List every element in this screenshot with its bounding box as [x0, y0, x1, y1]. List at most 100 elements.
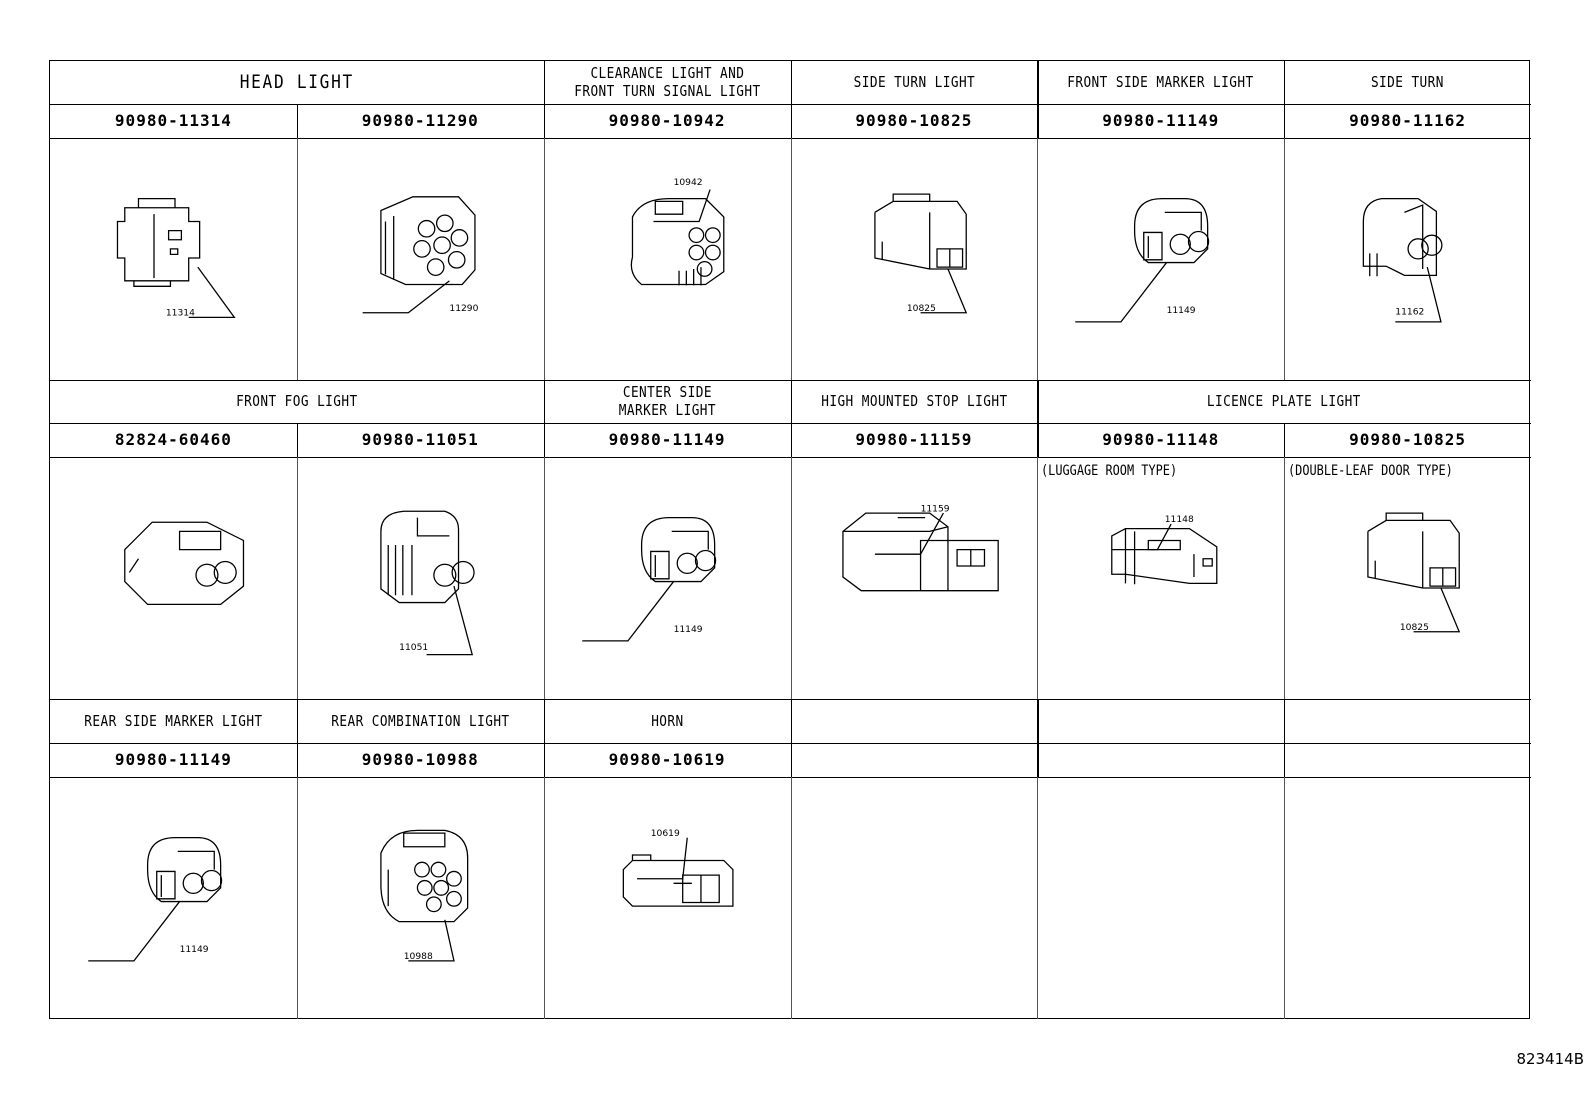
part-number: 90980-11148	[1102, 429, 1220, 449]
part-number: 90980-11051	[361, 429, 479, 449]
group-divider	[1037, 380, 1039, 423]
connector-drawing: 11149	[1057, 148, 1267, 368]
figure-code: 823414B	[1516, 1050, 1584, 1068]
group-divider	[1037, 700, 1039, 743]
connector-drawing: 11149	[564, 467, 774, 687]
part-number	[791, 743, 1038, 777]
connector-drawing	[70, 467, 280, 687]
group-title: REAR SIDE MARKER LIGHT	[84, 711, 263, 730]
group-divider	[543, 380, 545, 423]
group-title: HEAD LIGHT	[239, 70, 354, 93]
group-title: LICENCE PLATE LIGHT	[1207, 391, 1362, 410]
group-title: CLEARANCE LIGHT AND FRONT TURN SIGNAL LI…	[573, 64, 761, 100]
column-divider	[1037, 423, 1039, 457]
part-number: 90980-11290	[361, 110, 479, 130]
row-divider	[50, 699, 1531, 701]
group-title	[1056, 700, 1266, 743]
callout-label: 11149	[1167, 306, 1196, 316]
column-divider	[543, 743, 545, 777]
column-divider	[296, 743, 299, 777]
group-title: FRONT FOG LIGHT	[236, 391, 358, 410]
column-divider	[790, 743, 792, 777]
column-divider	[1284, 457, 1286, 699]
group-divider	[543, 61, 545, 104]
part-number: 90980-10942	[608, 110, 726, 130]
column-divider	[296, 777, 298, 1019]
callout-label: 11149	[673, 625, 702, 635]
column-divider	[790, 138, 792, 380]
connector-drawing: 11159	[811, 467, 1021, 687]
group-divider	[1284, 61, 1286, 104]
part-number: 90980-11149	[1102, 110, 1220, 130]
group-divider	[790, 61, 792, 104]
column-divider	[790, 423, 792, 457]
callout-label: 11149	[180, 945, 209, 955]
group-title: HORN	[650, 711, 684, 730]
group-title	[1303, 700, 1513, 743]
group-title: CENTER SIDE MARKER LIGHT	[618, 383, 716, 419]
group-divider	[790, 380, 792, 423]
group-title: SIDE TURN LIGHT	[853, 72, 975, 91]
column-divider	[1037, 743, 1039, 777]
column-divider	[543, 457, 545, 699]
callout-label: 10825	[1400, 623, 1429, 633]
part-number: 90980-11159	[855, 429, 973, 449]
callout-label: 11290	[449, 304, 478, 314]
column-divider	[1037, 457, 1039, 699]
callout-label: 11162	[1395, 308, 1424, 318]
column-divider	[1037, 777, 1039, 1019]
column-divider	[1284, 743, 1286, 777]
group-divider	[1037, 61, 1039, 104]
group-title: SIDE TURN	[1371, 72, 1445, 91]
column-divider	[543, 138, 545, 380]
column-divider	[1284, 138, 1286, 380]
column-divider	[296, 138, 298, 380]
column-divider	[790, 777, 792, 1019]
connector-drawing: 11162	[1304, 148, 1514, 368]
part-number: 90980-11149	[114, 749, 232, 769]
column-divider	[1037, 138, 1039, 380]
callout-label: 10825	[906, 304, 935, 314]
group-title: HIGH MOUNTED STOP LIGHT	[820, 391, 1008, 410]
connector-drawing: 10942	[564, 148, 774, 368]
group-divider	[790, 700, 792, 743]
callout-label: 11051	[399, 643, 428, 653]
column-divider	[1037, 104, 1039, 138]
connector-drawing: 10619	[564, 787, 774, 1007]
callout-label: 10988	[404, 952, 433, 962]
column-divider	[1284, 104, 1286, 138]
part-number: 90980-11314	[114, 110, 232, 130]
part-number: 82824-60460	[114, 429, 232, 449]
column-divider	[296, 423, 299, 457]
connector-drawing: 11148	[1057, 467, 1267, 687]
column-divider	[1284, 777, 1286, 1019]
part-number	[1037, 743, 1284, 777]
group-divider	[543, 700, 545, 743]
part-number: 90980-11162	[1349, 110, 1467, 130]
column-divider	[790, 457, 792, 699]
group-divider	[296, 700, 299, 743]
callout-label: 10942	[673, 178, 702, 188]
group-divider	[1284, 700, 1286, 743]
group-title: REAR COMBINATION LIGHT	[331, 711, 510, 730]
connector-drawing: 10825	[811, 148, 1021, 368]
column-divider	[1284, 423, 1286, 457]
connector-drawing: 10825	[1304, 467, 1514, 687]
part-number: 90980-10825	[1349, 429, 1467, 449]
callout-label: 11159	[920, 504, 949, 514]
part-number: 90980-10988	[361, 749, 479, 769]
column-divider	[790, 104, 792, 138]
variant-label: (DOUBLE-LEAF DOOR TYPE)	[1288, 463, 1453, 479]
column-divider	[543, 423, 545, 457]
group-title: FRONT SIDE MARKER LIGHT	[1067, 72, 1254, 91]
connector-drawing: 11051	[317, 467, 527, 687]
group-title	[809, 700, 1019, 743]
connector-drawing: 11314	[70, 148, 280, 368]
part-number	[1284, 743, 1531, 777]
callout-label: 11148	[1165, 515, 1194, 525]
part-number: 90980-10825	[855, 110, 973, 130]
part-number: 90980-10619	[608, 749, 726, 769]
part-number: 90980-11149	[608, 429, 726, 449]
column-divider	[296, 104, 299, 138]
connector-drawing: 11290	[317, 148, 527, 368]
